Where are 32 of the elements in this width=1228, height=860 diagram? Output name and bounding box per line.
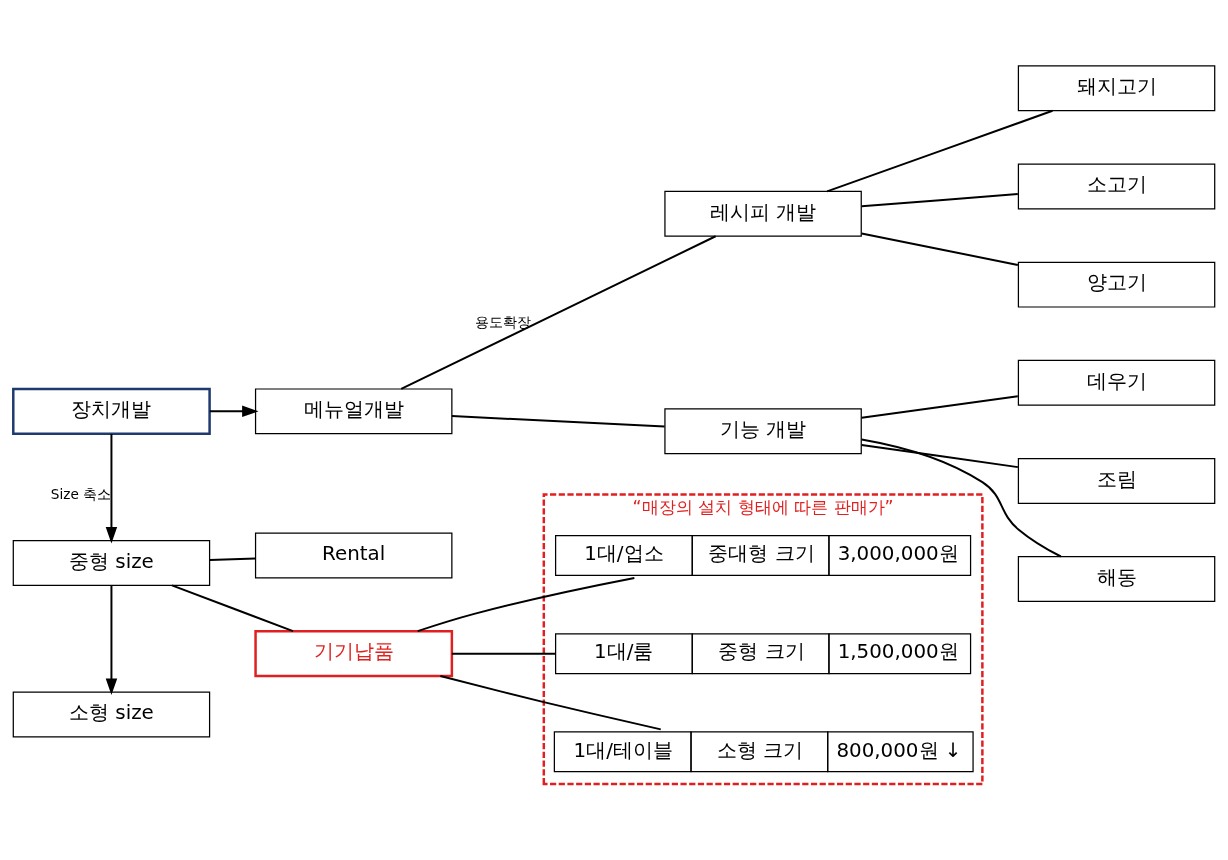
connector: [860, 444, 1019, 469]
arrow: [105, 584, 118, 696]
edge-label: Size 축소: [50, 485, 112, 502]
node-box: 레시피 개발: [664, 190, 862, 237]
connector: [208, 557, 257, 561]
connector: [439, 675, 662, 731]
node-box: 소형 size: [12, 691, 211, 738]
node-box: 기기납품: [254, 630, 454, 678]
connector: [416, 576, 636, 633]
node-box: 데우기: [1017, 359, 1216, 406]
node-box: 소고기: [1017, 163, 1216, 210]
node-box: 양고기: [1017, 261, 1216, 308]
node-box: Rental: [254, 532, 453, 579]
connector: [860, 232, 1019, 266]
node-box: 조림: [1017, 457, 1216, 504]
connector: [860, 395, 1019, 419]
arrow: [208, 405, 259, 418]
node-box: 해동: [1017, 556, 1216, 603]
connector: [450, 652, 557, 655]
arrow: [105, 433, 118, 544]
node-box: 기능 개발: [664, 408, 862, 455]
node-box: 중형 size: [12, 539, 211, 586]
connector: [860, 438, 1062, 558]
edge-label: 용도확장: [474, 313, 531, 330]
connector: [170, 584, 295, 633]
connector: [826, 109, 1054, 193]
connector: [450, 415, 666, 428]
node-box: 돼지고기: [1017, 65, 1216, 112]
connector: [400, 235, 717, 390]
node-box: 메뉴얼개발: [254, 388, 453, 435]
connector: [860, 193, 1019, 208]
node-box: 장치개발: [12, 387, 211, 435]
